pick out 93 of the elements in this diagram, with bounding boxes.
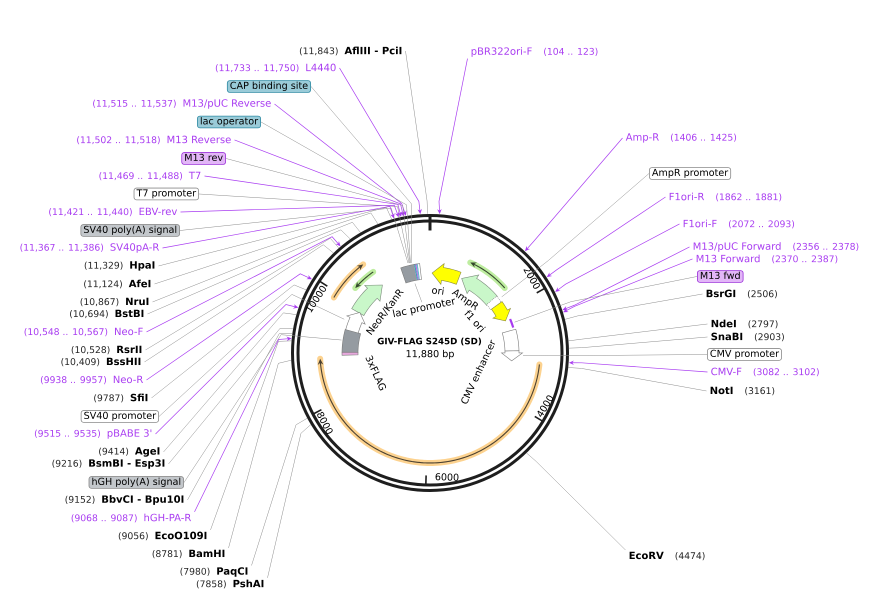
primer-label: F1ori-F (2072 .. 2093) [684, 220, 794, 228]
primer-label: CMV-F (3082 .. 3102) [711, 368, 819, 376]
leader-line [251, 418, 308, 566]
leader-line [180, 208, 408, 264]
leader-line [226, 158, 410, 264]
leader-line [158, 294, 344, 417]
leader-line [228, 360, 292, 548]
orf-feature [467, 260, 508, 292]
leader-line [184, 334, 342, 483]
leader-line [260, 122, 411, 264]
site-label: (9787) SfiI [94, 394, 148, 402]
leader-line [267, 424, 311, 578]
primer-label: M13/pUC Forward (2356 .. 2378) [694, 242, 858, 252]
site-label: (10,409) BssHII [61, 358, 140, 366]
leader-line [144, 244, 334, 362]
leader-line [568, 367, 707, 392]
primer-label: Amp-R (1406 .. 1425) [626, 133, 736, 143]
feature-block [502, 328, 520, 352]
leader-line [152, 222, 361, 302]
site-label: NdeI (2797) [712, 320, 778, 328]
leader-line [210, 340, 292, 530]
leader-line [514, 276, 698, 322]
primer-label: (11,367 .. 11,386) SV40pA-R [20, 243, 160, 253]
site-label: (7980) PaqCI [180, 567, 248, 577]
primer-label: (9515 .. 9535) pBABE 3' [34, 429, 152, 439]
orf-feature [330, 261, 366, 300]
site-label: (11,843) AflIII - PciI [300, 46, 402, 56]
leader-line [145, 238, 339, 350]
primer-label: (9938 .. 9957) Neo-R [40, 376, 144, 384]
leader-line [526, 452, 626, 550]
feature-block [486, 296, 502, 310]
feature-block [400, 263, 422, 284]
feature-tag: SV40 poly(A) signal [80, 224, 180, 237]
primer-label: (11,733 .. 11,750) L4440 [216, 64, 336, 72]
feature-tag: CMV promoter [707, 348, 782, 361]
scale-label: 8000 [317, 412, 333, 434]
feature-tag: M13 fwd [697, 270, 744, 283]
leader-line [501, 173, 650, 298]
site-label: (7858) PshAI [196, 580, 264, 588]
site-label: (11,329) HpaI [84, 261, 154, 271]
feature-tag: lac operator [197, 116, 261, 128]
primer-label: F1ori-R (1862 .. 1881) [670, 192, 782, 202]
feature-tag: T7 promoter [134, 188, 199, 200]
site-label: (10,528) RsrII [72, 346, 142, 354]
feature-tag: AmpR promoter [649, 167, 732, 180]
primer-label: (11,502 .. 11,518) M13 Reverse [77, 136, 231, 144]
leader-line [162, 206, 395, 248]
site-label: SnaBI (2903) [711, 332, 784, 342]
scale-label: 6000 [436, 473, 458, 481]
feature-label: f1 ori [464, 310, 486, 332]
map-feature [500, 350, 524, 362]
primer-label: (11,469 .. 11,488) T7 [99, 172, 200, 180]
primer-label: (9068 .. 9087) hGH-PA-R [72, 514, 192, 522]
leader-line [568, 324, 708, 342]
site-label: BsrGI (2506) [706, 290, 777, 298]
primer-label: pBR322ori-F (104 .. 123) [472, 47, 598, 57]
primer-label: (10,548 .. 10,567) Neo-F [24, 328, 143, 336]
site-label: EcoRV (4474) [630, 552, 705, 560]
site-label: (9414) AgeI [99, 447, 160, 457]
feature-tag: CAP binding site [226, 80, 311, 93]
leader-line [163, 312, 296, 452]
feature-tag: SV40 promoter [80, 410, 159, 423]
leader-line [158, 207, 392, 266]
feature-block [342, 329, 361, 353]
primer-label: M13 Forward (2370 .. 2387) [696, 254, 838, 264]
site-label: NotI (3161) [710, 386, 774, 396]
leader-line [154, 212, 378, 284]
site-label: (9152) BbvCI - Bpu10I [66, 495, 184, 505]
leader-line [414, 283, 422, 303]
leader-line [568, 336, 708, 348]
leader-line [310, 86, 412, 264]
site-label: (8781) BamHI [152, 550, 224, 558]
leader-line [146, 273, 312, 380]
leader-line [555, 224, 680, 292]
site-label: (10,867) NruI [80, 298, 148, 306]
leader-line [198, 194, 410, 264]
primer-label: (11,515 .. 11,537) M13/pUC Reverse [93, 99, 271, 109]
leader-line [522, 354, 708, 356]
leader-line [147, 230, 350, 314]
leader-line [168, 328, 294, 464]
site-label: (9056) EcoO109I [118, 532, 206, 540]
site-label: (11,124) AfeI [84, 280, 150, 288]
feature-stripe [342, 352, 358, 356]
leader-line [151, 284, 306, 398]
leader-line [564, 294, 703, 320]
feature-label: ori [432, 287, 444, 295]
site-label: (9216) BsmBI - Esp3I [52, 459, 164, 469]
leader-line [405, 50, 428, 214]
primer-label: (11,421 .. 11,440) EBV-rev [49, 208, 178, 216]
feature-tag: M13 rev [181, 152, 226, 165]
feature-mark [509, 318, 514, 328]
feature-tag: hGH poly(A) signal [88, 476, 184, 489]
site-label: (10,694) BstBI [70, 310, 144, 318]
